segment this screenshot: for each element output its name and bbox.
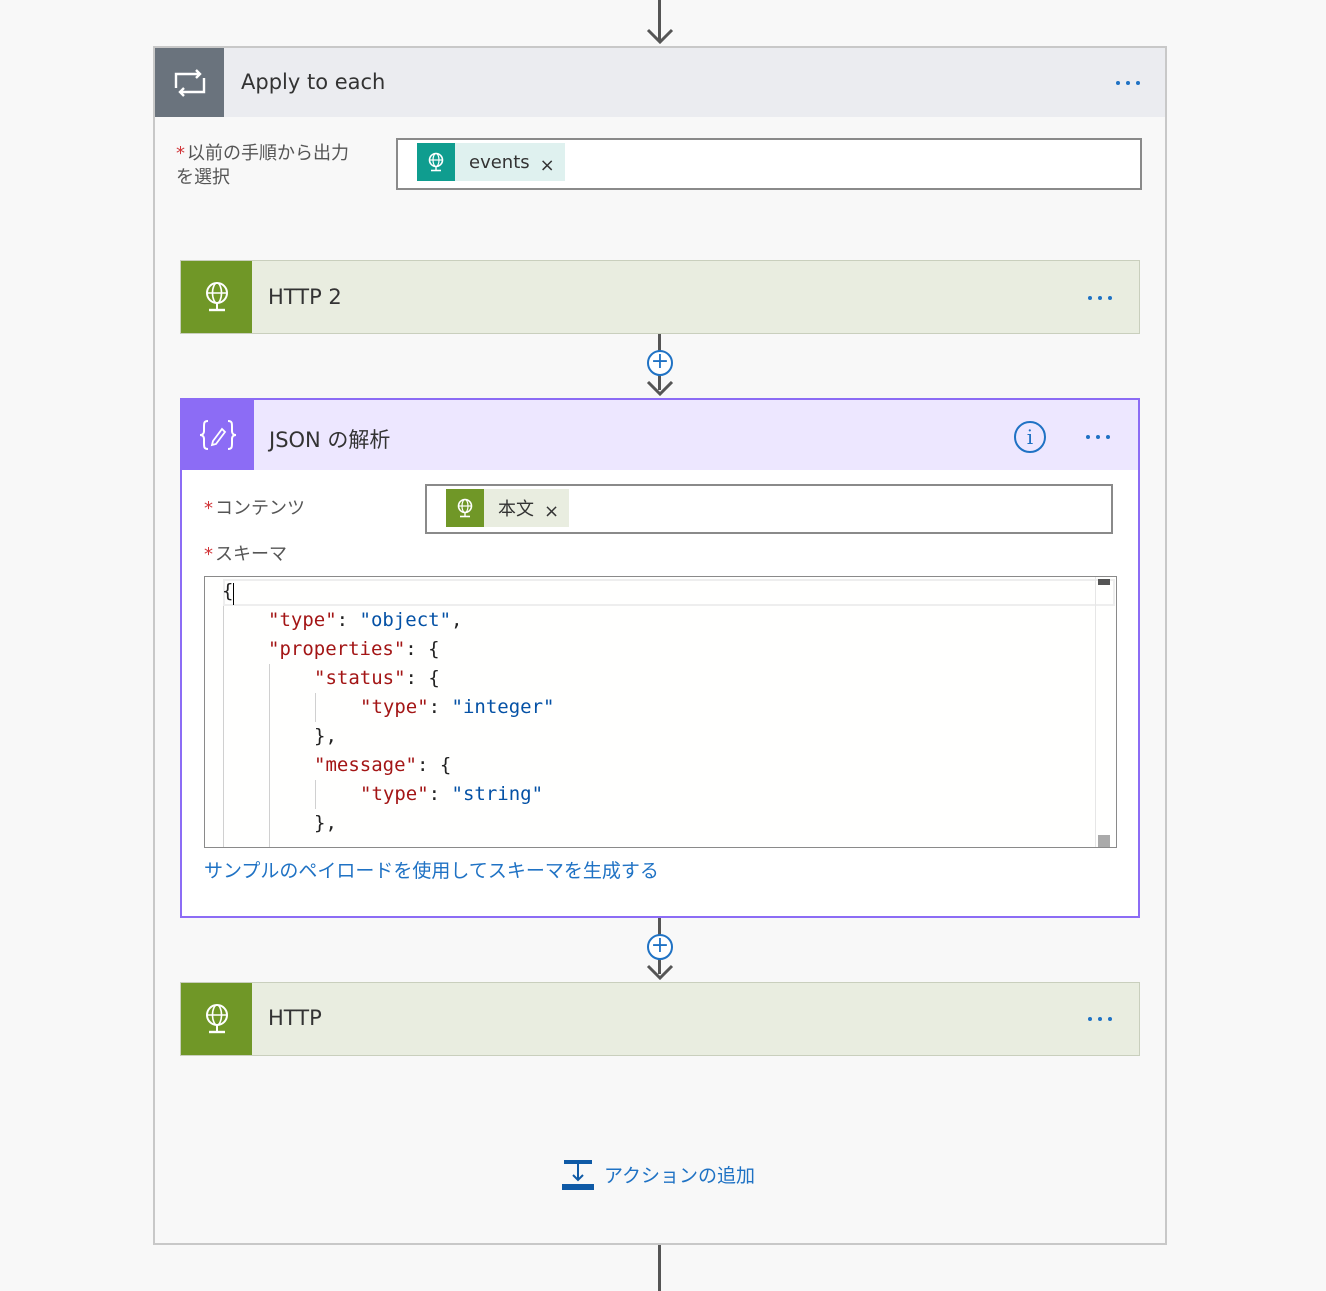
json-braces-icon [199, 420, 237, 450]
schema-token: "type" [360, 696, 429, 718]
body-token-remove-icon[interactable]: × [544, 500, 560, 522]
schema-line: }, [314, 809, 337, 838]
scrollbar-thumb-top [1098, 579, 1110, 585]
schema-line: "type": "integer" [360, 693, 554, 722]
http2-more-icon[interactable] [1088, 296, 1112, 300]
parse-json-title: JSON の解析 [269, 428, 391, 452]
http-globe-icon [446, 489, 484, 527]
schema-token: "type" [268, 609, 337, 631]
schema-line: "type": "object", [268, 606, 463, 635]
http-globe-icon [205, 282, 228, 312]
schema-token: : [336, 609, 360, 631]
required-asterisk: * [204, 544, 213, 565]
parse-json-icon-tile [182, 400, 254, 470]
http-more-icon[interactable] [1088, 1017, 1112, 1021]
http-card[interactable] [180, 982, 1140, 1056]
select-output-label: *以前の手順から出力 を選択 [176, 143, 349, 188]
schema-token: : [428, 783, 452, 805]
add-action-icon [562, 1160, 594, 1190]
indent-guide [315, 780, 316, 809]
schema-token: "properties" [268, 638, 406, 660]
schema-token: "string" [451, 783, 544, 805]
http2-icon-tile [181, 261, 252, 333]
schema-token: }, [314, 812, 337, 834]
generate-schema-link[interactable]: サンプルのペイロードを使用してスキーマを生成する [204, 860, 659, 882]
body-token[interactable]: 本文 × [446, 489, 570, 527]
schema-token: : { [405, 667, 440, 689]
http-globe-icon [205, 1004, 228, 1034]
current-line-highlight [223, 579, 1115, 606]
apply-to-each-more-icon[interactable] [1116, 81, 1140, 85]
schema-token: : [428, 696, 452, 718]
http-globe-icon [417, 143, 455, 181]
schema-token: , [451, 609, 463, 631]
required-asterisk: * [176, 143, 185, 164]
parse-json-more-icon[interactable] [1086, 435, 1110, 439]
schema-token: { [222, 580, 234, 602]
content-label: *コンテンツ [204, 498, 305, 519]
vertical-scrollbar[interactable] [1095, 577, 1115, 847]
events-token-remove-icon[interactable]: × [539, 154, 555, 176]
connector-1-arrow-icon [646, 380, 674, 396]
events-token[interactable]: events × [417, 143, 565, 181]
schema-line: "properties": { [268, 635, 440, 664]
parse-json-header[interactable] [182, 400, 1138, 470]
scrollbar-thumb-bottom [1098, 835, 1110, 847]
http2-title: HTTP 2 [268, 285, 342, 309]
cursor [233, 583, 234, 605]
schema-label: *スキーマ [204, 544, 287, 565]
body-token-label: 本文 [498, 499, 534, 520]
indent-guide [269, 664, 270, 847]
schema-token: "status" [314, 667, 406, 689]
top-arrow-icon [646, 28, 674, 44]
apply-to-each-title: Apply to each [241, 70, 386, 94]
schema-line: { [222, 577, 233, 606]
events-token-label: events [469, 151, 530, 173]
bottom-connector [658, 1245, 661, 1291]
indent-guide [315, 693, 316, 722]
http-icon-tile [181, 983, 252, 1055]
http-title: HTTP [268, 1006, 322, 1030]
schema-editor[interactable]: { "type": "object", "properties": { "sta… [204, 576, 1117, 848]
info-icon[interactable]: i [1014, 421, 1046, 453]
connector-2-arrow-icon [646, 964, 674, 980]
schema-line: "status": { [314, 664, 440, 693]
schema-token: : { [405, 638, 440, 660]
apply-to-each-header[interactable] [155, 48, 1165, 117]
loop-icon-tile [155, 48, 224, 117]
schema-token: : { [416, 754, 452, 776]
schema-line: "type": "string" [360, 780, 543, 809]
schema-line: }, [314, 722, 337, 751]
schema-token: }, [314, 725, 337, 747]
insert-step-plus-icon[interactable]: + [647, 934, 673, 960]
schema-token: "integer" [451, 696, 555, 718]
schema-token: "message" [314, 754, 417, 776]
add-action-button[interactable]: アクションの追加 [560, 1156, 780, 1192]
schema-token: "type" [360, 783, 429, 805]
required-asterisk: * [204, 498, 213, 519]
loop-icon [174, 68, 205, 97]
indent-guide [223, 606, 224, 847]
http2-card[interactable] [180, 260, 1140, 334]
insert-step-plus-icon[interactable]: + [647, 350, 673, 376]
schema-token: "object" [359, 609, 452, 631]
add-action-label: アクションの追加 [604, 1164, 756, 1187]
top-connector [658, 0, 661, 40]
schema-line: "message": { [314, 751, 451, 780]
